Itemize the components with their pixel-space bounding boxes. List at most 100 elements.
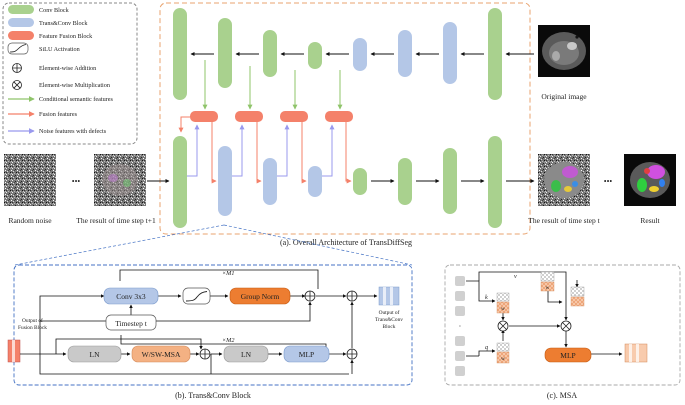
encoder-conv-block-2 bbox=[218, 18, 232, 88]
panel-c-connectors bbox=[466, 271, 623, 357]
wsw-msa-block bbox=[131, 345, 191, 363]
legend: Conv Block Trans&Conv Block Feature Fusi… bbox=[2, 2, 138, 145]
decoder-conv-block-4 bbox=[443, 148, 457, 214]
encoder-row bbox=[173, 8, 534, 100]
legend-frame bbox=[2, 2, 138, 145]
mlp-label-b: MLP bbox=[299, 350, 314, 359]
fusion-arrows bbox=[178, 116, 352, 184]
legend-conditional-label: Conditional semantic features bbox=[39, 96, 113, 103]
add-icon-mlp bbox=[346, 348, 358, 360]
input-label-line1: Output of bbox=[22, 317, 43, 324]
time-step-t1-image bbox=[94, 154, 146, 206]
wsw-msa-label: W/SW-MSA bbox=[142, 350, 181, 359]
ln-block-1 bbox=[67, 345, 122, 363]
legend-add-label: Element-wise Addition bbox=[39, 65, 96, 72]
fusion-block-2 bbox=[235, 111, 263, 122]
k-label: k bbox=[485, 294, 488, 301]
time-step-t-image bbox=[538, 154, 590, 206]
panel-b-connectors bbox=[20, 269, 378, 375]
decoder-trans-block-2 bbox=[263, 158, 277, 205]
panel-a-caption: (a). Overall Architecture of TransDiffSe… bbox=[280, 238, 412, 247]
ln-label-2: LN bbox=[241, 350, 252, 359]
add-icon-msa bbox=[199, 348, 211, 360]
output-feature-icon bbox=[378, 286, 400, 306]
time-step-t-label: The result of time step t bbox=[528, 216, 600, 225]
fusion-block-4 bbox=[325, 111, 353, 122]
panel-b-frame bbox=[13, 264, 413, 386]
add-icon bbox=[12, 63, 22, 73]
timestep-label: Timestep t bbox=[115, 319, 148, 328]
decoder-conv-block-3 bbox=[398, 158, 412, 205]
v-w-label: w bbox=[546, 285, 550, 291]
panel-b-caption: (b). Trans&Conv Block bbox=[175, 391, 251, 400]
add-icon-gn bbox=[304, 290, 316, 302]
legend-silu-label: SiLU Activation bbox=[39, 46, 80, 53]
xm2-label: ×M2 bbox=[222, 337, 234, 344]
mlp-block-b bbox=[283, 345, 330, 363]
time-step-t1-label: The result of time step t+1 bbox=[76, 216, 156, 225]
input-feature-icon bbox=[7, 339, 21, 363]
multiply-icon-v bbox=[560, 320, 572, 332]
decoder-trans-block-3 bbox=[308, 166, 322, 197]
legend-conv-label: Conv Block bbox=[39, 7, 70, 14]
legend-multiply-label: Element-wise Multiplication bbox=[39, 82, 110, 89]
random-noise-image bbox=[4, 154, 56, 206]
multiply-icon bbox=[12, 80, 22, 90]
encoder-trans-block-2 bbox=[398, 30, 412, 77]
multiply-icon-qk bbox=[497, 320, 509, 332]
k-weight-icon bbox=[496, 292, 510, 314]
legend-fusion-features-label: Fusion features bbox=[39, 111, 78, 118]
ln-block-2 bbox=[223, 345, 269, 363]
result-label: Result bbox=[640, 216, 660, 225]
extra-weight-icon bbox=[570, 286, 585, 307]
encoder-conv-block-5 bbox=[488, 8, 502, 100]
encoder-conv-block-3 bbox=[263, 30, 277, 77]
conv3x3-label: Conv 3x3 bbox=[116, 292, 146, 301]
noise-arrows bbox=[187, 124, 335, 177]
decoder-conv-block-2 bbox=[353, 168, 367, 195]
fusion-block-1 bbox=[190, 111, 218, 122]
original-image bbox=[538, 25, 590, 77]
ln-label-1: LN bbox=[90, 350, 101, 359]
decoder-trans-block-1 bbox=[218, 146, 232, 216]
result-image bbox=[624, 154, 676, 206]
encoder-trans-block-3 bbox=[443, 22, 457, 84]
q-label: q bbox=[485, 344, 488, 351]
silu-icon bbox=[7, 42, 29, 55]
encoder-trans-block-1 bbox=[353, 38, 367, 71]
legend-trans-swatch bbox=[8, 18, 34, 27]
mlp-block-c bbox=[544, 347, 592, 363]
decoder-conv-block-1 bbox=[173, 136, 187, 228]
legend-fusion-swatch bbox=[8, 31, 34, 40]
fusion-block-3 bbox=[280, 111, 308, 122]
input-label-line2: Fusion Block bbox=[18, 325, 47, 331]
panel-c-frame bbox=[444, 264, 681, 386]
mlp-label-c: MLP bbox=[560, 351, 575, 360]
group-norm-block bbox=[229, 287, 291, 305]
original-image-label: Original image bbox=[541, 92, 587, 101]
q-w-label: w bbox=[501, 356, 505, 362]
v-weight-icon bbox=[540, 271, 555, 292]
ellipsis-right: ••• bbox=[604, 177, 613, 186]
legend-noise-label: Noise features with defects bbox=[39, 128, 107, 135]
panel-a-frame bbox=[159, 2, 531, 235]
decoder-row bbox=[173, 136, 535, 228]
output-label-line2: Trans&Conv bbox=[375, 317, 403, 323]
conditional-arrows bbox=[202, 60, 343, 110]
random-noise-label: Random noise bbox=[8, 216, 52, 225]
legend-conv-swatch bbox=[8, 5, 34, 14]
encoder-conv-block-4 bbox=[308, 42, 322, 69]
add-icon-top-right bbox=[346, 290, 358, 302]
token-dots: · bbox=[459, 322, 462, 331]
silu-icon-panel-b bbox=[182, 287, 211, 305]
output-label-line3: Block bbox=[383, 324, 396, 330]
panel-c-caption: (c). MSA bbox=[547, 391, 577, 400]
decoder-conv-block-5 bbox=[488, 136, 502, 228]
q-weight-icon bbox=[496, 342, 510, 364]
conv3x3-block bbox=[103, 287, 159, 305]
output-label-line1: Output of bbox=[379, 309, 400, 316]
k-w-label: w bbox=[501, 306, 505, 312]
group-norm-label: Group Norm bbox=[241, 292, 280, 301]
legend-fusion-label: Feature Fusion Block bbox=[39, 33, 93, 40]
